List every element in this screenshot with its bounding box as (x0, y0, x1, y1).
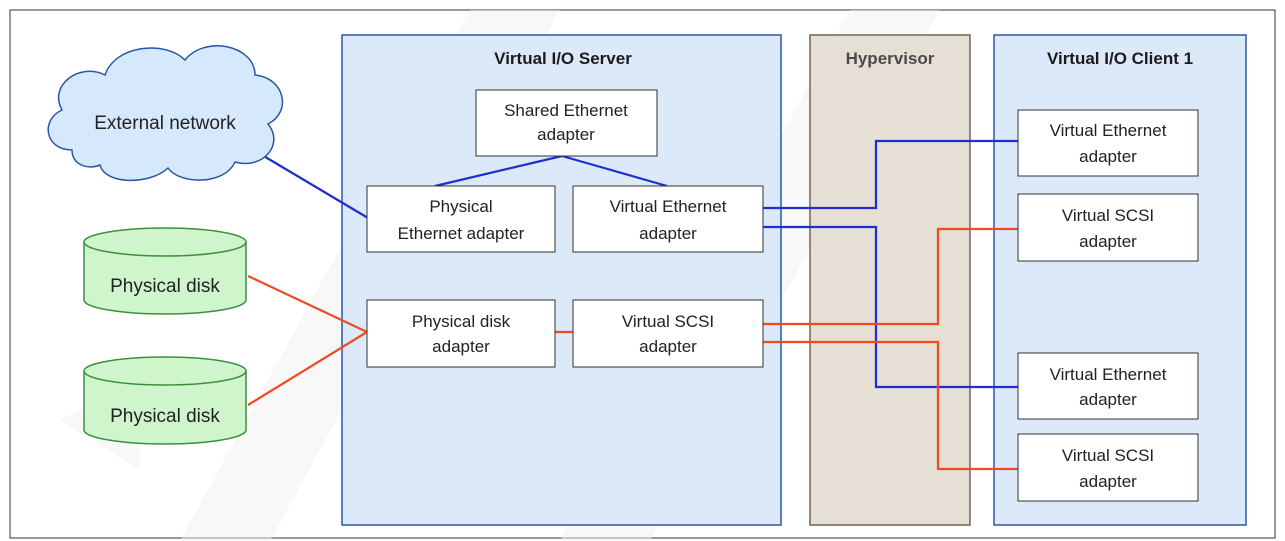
box-line-2: adapter (639, 337, 697, 356)
box-line-1: Virtual Ethernet (1050, 121, 1167, 140)
disk-icon (83, 242, 247, 315)
box (572, 185, 764, 253)
physical-disk-adapter: Physical disk adapter (366, 299, 556, 368)
link-disk-2 (247, 331, 368, 406)
box-line-2: adapter (1079, 147, 1137, 166)
box-line-2: Ethernet adapter (398, 224, 525, 243)
server-virtual-ethernet-adapter: Virtual Ethernet adapter (572, 185, 764, 253)
client-virtual-scsi-adapter-1: Virtual SCSI adapter (1017, 193, 1199, 262)
shared-ethernet-adapter: Shared Ethernet adapter (475, 89, 658, 157)
box-line-1: Virtual Ethernet (610, 197, 727, 216)
box-line-2: adapter (1079, 472, 1137, 491)
box-line-2: adapter (639, 224, 697, 243)
box (366, 299, 556, 368)
external-network: External network (47, 45, 284, 182)
box-line-1: Virtual SCSI (1062, 206, 1154, 225)
box (1017, 352, 1199, 420)
box-line-1: Shared Ethernet (504, 101, 628, 120)
disk-top (83, 227, 247, 257)
box-line-2: adapter (1079, 390, 1137, 409)
link-sea-physical (434, 154, 563, 188)
cloud-icon (47, 45, 284, 182)
physical-disk-2: Physical disk (83, 356, 247, 445)
link-virtual-ethernet-client-1 (763, 139, 1018, 210)
link-disk-1 (247, 275, 368, 333)
link-virtual-scsi-client-2 (763, 340, 1018, 471)
box-line-2: adapter (1079, 232, 1137, 251)
vio-client-title: Virtual I/O Client 1 (1047, 49, 1193, 68)
box (366, 185, 556, 253)
disk-icon (83, 371, 247, 445)
box (1017, 433, 1199, 502)
external-network-label: External network (94, 113, 236, 134)
box-line-1: Virtual Ethernet (1050, 365, 1167, 384)
box (1017, 193, 1199, 262)
hypervisor-title: Hypervisor (846, 49, 935, 68)
box-line-1: Virtual SCSI (622, 312, 714, 331)
physical-disk-1-label: Physical disk (110, 276, 220, 297)
vio-server-title: Virtual I/O Server (494, 49, 632, 68)
disk-top (83, 356, 247, 386)
link-external-network (261, 154, 369, 219)
box (1017, 109, 1199, 177)
link-virtual-ethernet-client-2 (763, 225, 1018, 389)
hypervisor-panel: Hypervisor (809, 34, 971, 526)
physical-ethernet-adapter: Physical Ethernet adapter (366, 185, 556, 253)
client-virtual-scsi-adapter-2: Virtual SCSI adapter (1017, 433, 1199, 502)
storage-connections (247, 227, 1018, 471)
box-line-1: Physical (429, 197, 492, 216)
box-line-2: adapter (537, 125, 595, 144)
box-line-2: adapter (432, 337, 490, 356)
box (475, 89, 658, 157)
box-line-1: Virtual SCSI (1062, 446, 1154, 465)
physical-disk-1: Physical disk (83, 227, 247, 315)
hypervisor-panel-background (809, 34, 971, 526)
box-line-1: Physical disk (412, 312, 511, 331)
link-sea-virtual (561, 154, 668, 188)
client-virtual-ethernet-adapter-2: Virtual Ethernet adapter (1017, 352, 1199, 420)
server-virtual-scsi-adapter: Virtual SCSI adapter (572, 299, 764, 368)
physical-disk-2-label: Physical disk (110, 406, 220, 427)
link-virtual-scsi-client-1 (763, 227, 1018, 326)
network-connections (261, 139, 1018, 389)
client-virtual-ethernet-adapter-1: Virtual Ethernet adapter (1017, 109, 1199, 177)
box (572, 299, 764, 368)
